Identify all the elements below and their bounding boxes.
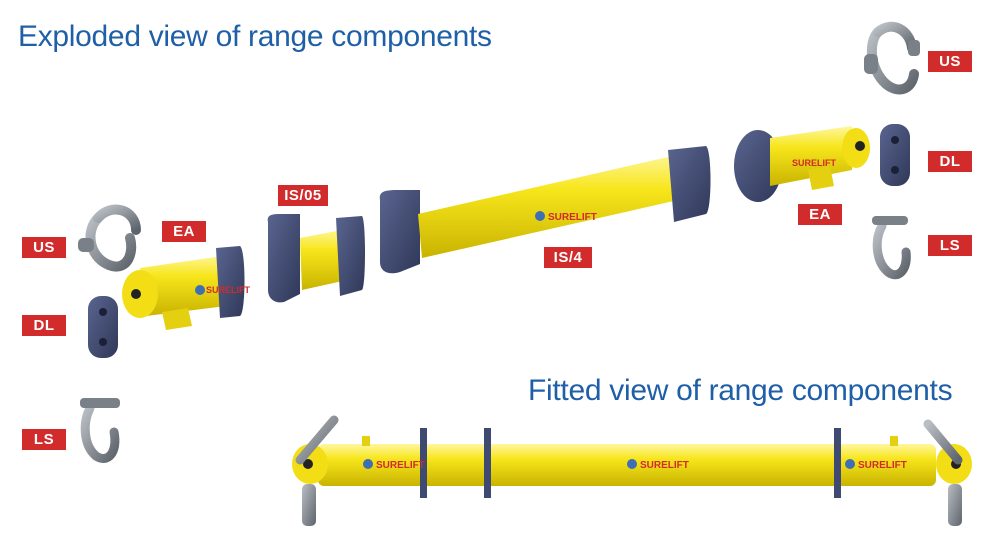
plate-dl-left — [88, 296, 118, 358]
svg-text:SURELIFT: SURELIFT — [792, 158, 837, 168]
intermediate-strut-is4: SURELIFT — [379, 146, 711, 274]
tag-us-left: US — [22, 237, 66, 258]
end-adaptor-right: SURELIFT — [734, 126, 870, 202]
svg-text:SURELIFT: SURELIFT — [206, 285, 251, 295]
exploded-view-title: Exploded view of range components — [18, 20, 492, 53]
tag-dl-right: DL — [928, 151, 972, 172]
svg-text:SURELIFT: SURELIFT — [548, 212, 597, 223]
brand-logo-fitted-center: SURELIFT — [627, 459, 689, 471]
tag-is05: IS/05 — [278, 185, 328, 206]
plate-dl-right — [880, 124, 910, 186]
shackle-ls-right — [872, 216, 911, 280]
brand-logo-fitted-left: SURELIFT — [363, 459, 425, 471]
tag-ea-right: EA — [798, 204, 842, 225]
brand-logo-fitted-right: SURELIFT — [845, 459, 907, 471]
shackle-ls-left — [80, 398, 120, 463]
svg-text:SURELIFT: SURELIFT — [640, 460, 689, 471]
brand-logo-is4: SURELIFT — [535, 211, 597, 223]
svg-text:SURELIFT: SURELIFT — [858, 460, 907, 471]
end-adaptor-left: SURELIFT — [122, 246, 251, 330]
brand-logo-ea-left: SURELIFT — [195, 285, 251, 295]
svg-text:SURELIFT: SURELIFT — [376, 460, 425, 471]
tag-ea-left: EA — [162, 221, 206, 242]
fitted-view-title: Fitted view of range components — [528, 374, 953, 407]
tag-dl-left: DL — [22, 315, 66, 336]
fitted-spreader-beam: SURELIFT SURELIFT SURELIFT — [292, 415, 972, 526]
brand-logo-ea-right: SURELIFT — [792, 158, 837, 168]
tag-ls-left: LS — [22, 429, 66, 450]
shackle-us-right — [864, 21, 920, 95]
tag-us-right: US — [928, 51, 972, 72]
intermediate-strut-is05 — [267, 214, 365, 303]
tag-ls-right: LS — [928, 235, 972, 256]
shackle-us-left — [78, 204, 141, 272]
tag-is4: IS/4 — [544, 247, 592, 268]
